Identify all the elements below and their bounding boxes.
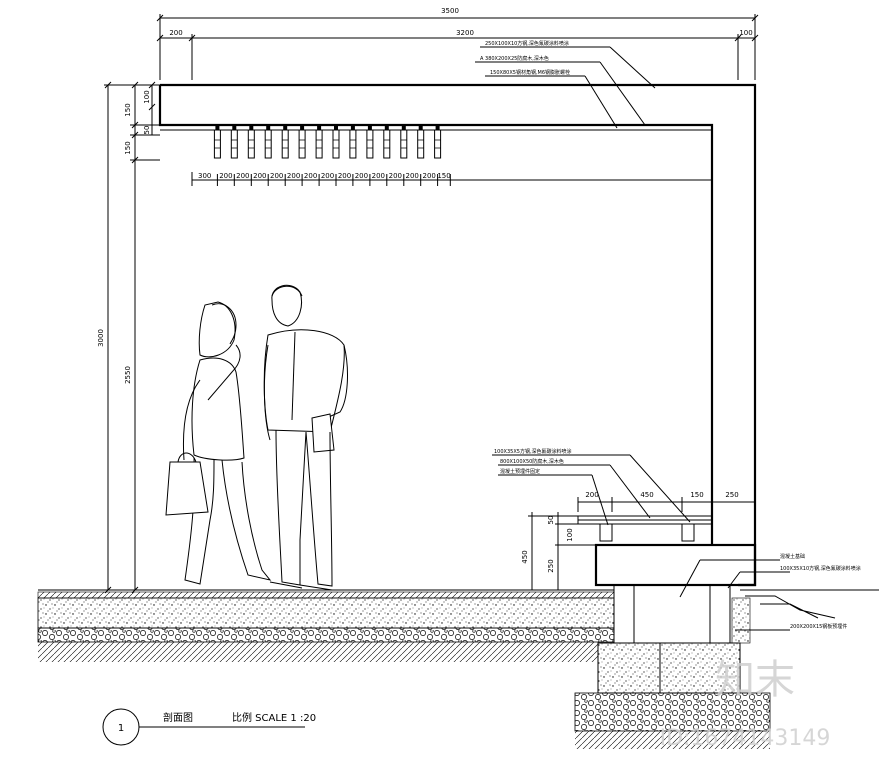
base-note-1: 混凝土基础	[780, 553, 805, 560]
slat-dim-label: 200	[355, 172, 368, 180]
title-block	[102, 708, 305, 746]
footing-block-left	[597, 642, 661, 694]
bench-dim-v4: 250	[547, 559, 555, 572]
roof-slat	[332, 125, 340, 159]
base-note-3: 200X200X15钢板预埋件	[790, 623, 847, 630]
roof-slat	[383, 125, 391, 159]
roof-slat	[247, 125, 255, 159]
bench-dim-v1: 50	[547, 516, 555, 525]
roof-slat	[417, 125, 425, 159]
drawing-scale: 比例 SCALE 1 :20	[232, 711, 316, 724]
slat-dimension-labels: 300 200 200 200 200 200 200 200 200 200 200 200 200 2…	[198, 172, 451, 186]
bench-leaders	[492, 454, 691, 526]
bench-beam	[594, 543, 757, 587]
dim-height-clear: 2550	[124, 366, 132, 384]
bench-dim-2: 450	[640, 491, 653, 499]
roof-slat	[213, 125, 221, 159]
bench-dim-1: 200	[585, 491, 598, 499]
dim-roof-h2: 50	[143, 126, 151, 135]
bench-dim-4: 250	[725, 491, 738, 499]
bench-dim-v3: 450	[521, 550, 529, 563]
roof-slat	[349, 125, 357, 159]
slat-dim-label: 200	[321, 172, 334, 180]
slat-dimension-lines	[191, 172, 712, 186]
bench-dim-3: 150	[690, 491, 703, 499]
roof-slats	[213, 125, 442, 159]
roof-slat	[281, 125, 289, 159]
watermark-logo: 知末	[715, 657, 795, 703]
bench-note-1: 100X35X5方钢,深色氟碳涂料喷涂	[494, 448, 572, 455]
bench-leg-left	[613, 584, 635, 644]
bench-dimension-lines	[528, 497, 756, 591]
roof-slat	[315, 125, 323, 159]
pavilion-frame	[158, 83, 757, 587]
slat-dim-label: 200	[236, 172, 249, 180]
roof-slat	[230, 125, 238, 159]
roof-slat	[434, 125, 442, 159]
bench-support-left	[599, 523, 613, 542]
slat-dim-label: 200	[423, 172, 436, 180]
bench-dim-v2: 100	[566, 528, 574, 541]
roof-note-2: A 380X200X25防腐木,深木色	[480, 55, 549, 62]
slat-dim-label: 200	[270, 172, 283, 180]
dim-right-offset: 100	[739, 29, 752, 37]
drawing-number: 1	[118, 723, 124, 734]
top-dimension-lines	[156, 14, 759, 80]
roof-slat	[400, 125, 408, 159]
dim-left-offset: 200	[169, 29, 182, 37]
slat-dim-label: 150	[437, 172, 450, 180]
slat-dim-label: 300	[198, 172, 211, 180]
dim-roof-top: 100	[143, 90, 151, 103]
left-dimension-lines	[104, 81, 160, 594]
slat-dim-label: 200	[372, 172, 385, 180]
base-leaders	[679, 559, 790, 631]
dim-roof-h3: 150	[124, 141, 132, 154]
footing-block-right	[659, 642, 741, 694]
slat-dim-label: 200	[253, 172, 266, 180]
roof-slat	[298, 125, 306, 159]
woman-figure	[165, 301, 272, 585]
dim-total-width: 3500	[441, 7, 459, 15]
ground-layers	[37, 589, 879, 749]
bench-note-3: 混凝土预埋件固定	[500, 468, 540, 475]
slat-dim-label: 200	[304, 172, 317, 180]
dim-middle-span: 3200	[456, 29, 474, 37]
drawing-title: 剖面图	[163, 711, 193, 724]
roof-note-3: 150X80X5钢材角钢,M6钢膨胀螺栓	[490, 69, 570, 76]
slat-dim-label: 200	[287, 172, 300, 180]
roof-slat	[264, 125, 272, 159]
dim-roof-h1: 150	[124, 103, 132, 116]
dim-height-total: 3000	[97, 329, 105, 347]
slat-dim-label: 200	[338, 172, 351, 180]
roof-slat	[366, 125, 374, 159]
slat-dim-label: 200	[389, 172, 402, 180]
roof-note-1: 250X100X10方钢,深色氟碳涂料喷涂	[485, 40, 569, 47]
man-figure	[263, 284, 348, 591]
bench-note-2: 800X100X50防腐木,深木色	[500, 458, 564, 465]
bench-support-right	[681, 523, 695, 542]
watermark-id: ID:1674143149	[660, 726, 831, 751]
slat-dim-label: 200	[406, 172, 419, 180]
base-note-2: 100X35X10方钢,深色氟碳涂料喷涂	[780, 565, 861, 572]
roof-leaders	[475, 46, 656, 129]
bench-leg-right	[709, 584, 731, 644]
slat-dim-label: 200	[219, 172, 232, 180]
